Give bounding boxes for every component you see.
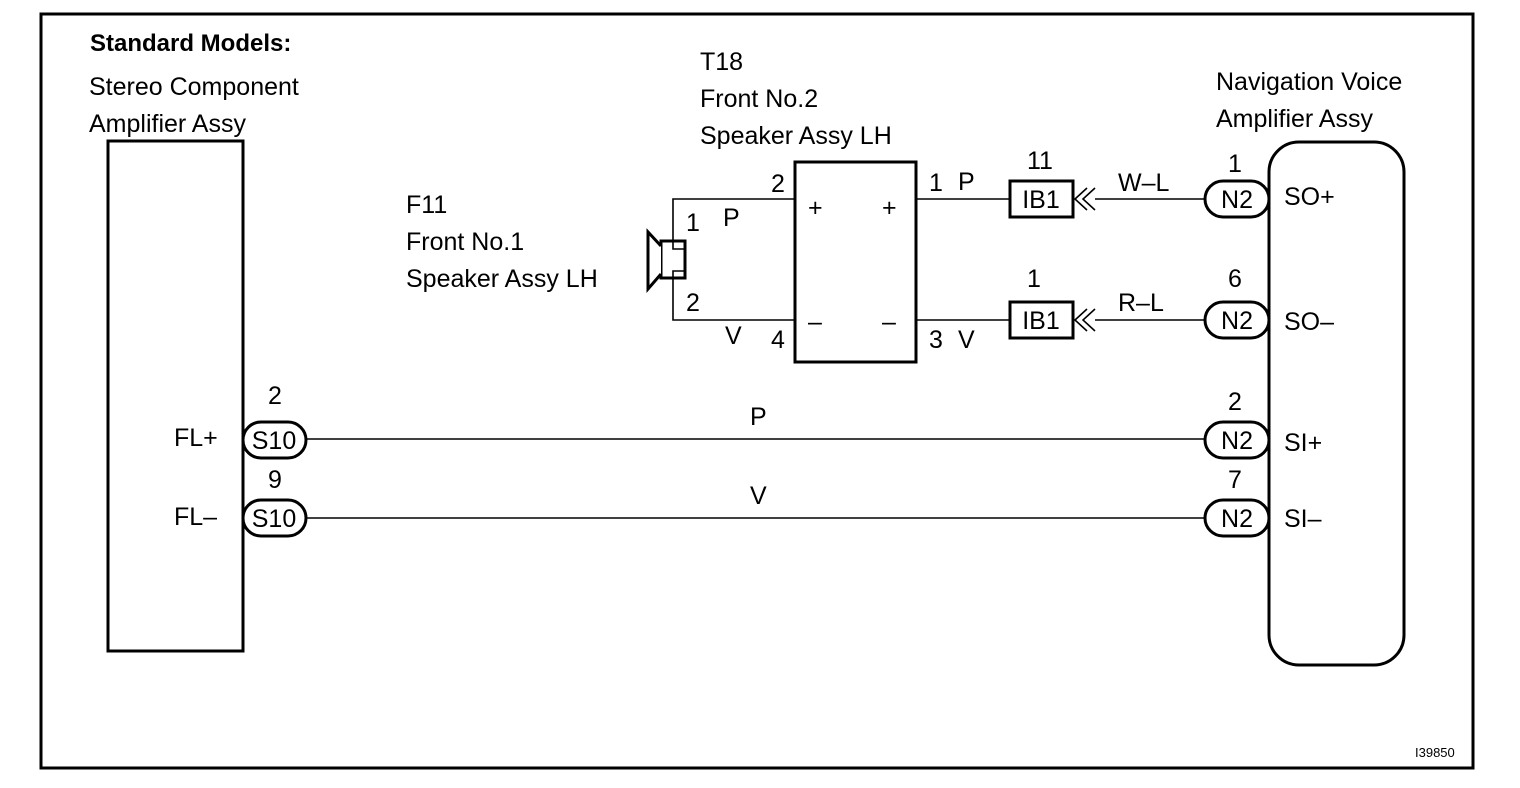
stereo-amp-name-line2: Amplifier Assy xyxy=(89,110,246,138)
f11-name-line1: Front No.1 xyxy=(406,228,524,256)
t18-pin-right-top: 1 xyxy=(929,169,943,197)
nav-pin-si-minus: 7 xyxy=(1228,466,1242,494)
nav-terminal-si-minus: SI– xyxy=(1284,505,1322,533)
t18-name-line1: Front No.2 xyxy=(700,85,818,113)
wire-color-f11-bottom: V xyxy=(725,322,742,350)
wire-f11-top xyxy=(672,198,795,250)
wire-f11-bottom xyxy=(672,270,795,321)
diagram-title: Standard Models: xyxy=(90,30,291,57)
f11-pin-bottom: 2 xyxy=(686,289,700,317)
f11-name-line2: Speaker Assy LH xyxy=(406,265,598,293)
connector-s10-fl-plus: S10 xyxy=(241,420,308,460)
svg-text:IB1: IB1 xyxy=(1022,186,1060,214)
connector-arrow-icon xyxy=(1073,187,1096,211)
junction-pin-bottom: 1 xyxy=(1027,265,1041,293)
t18-code: T18 xyxy=(700,48,743,76)
nav-terminal-so-minus: SO– xyxy=(1284,308,1334,336)
stereo-amp-name-line1: Stereo Component xyxy=(89,73,299,101)
connector-n2-si-minus: N2 xyxy=(1203,498,1271,538)
wire-color-t18-out-bottom: V xyxy=(958,326,975,354)
connector-n2-so-minus: N2 xyxy=(1203,300,1271,340)
svg-text:S10: S10 xyxy=(252,505,296,533)
f11-pin-top: 1 xyxy=(686,209,700,237)
stereo-amp-terminal-fl-minus: FL– xyxy=(174,503,217,531)
nav-amp-box xyxy=(1267,140,1406,667)
wire-color-so-plus: W–L xyxy=(1118,169,1170,197)
t18-pin-right-bottom: 3 xyxy=(929,326,943,354)
connector-n2-so-plus: N2 xyxy=(1203,179,1271,219)
stereo-amp-pin-fl-minus: 9 xyxy=(268,466,282,494)
junction-pin-top: 11 xyxy=(1027,147,1053,175)
nav-terminal-si-plus: SI+ xyxy=(1284,429,1322,457)
svg-text:N2: N2 xyxy=(1221,505,1253,533)
nav-amp-name-line2: Amplifier Assy xyxy=(1216,105,1373,133)
nav-pin-so-minus: 6 xyxy=(1228,265,1242,293)
junction-ib1-bottom: IB1 xyxy=(1008,300,1075,340)
stereo-amp-box xyxy=(106,139,245,653)
stereo-amp-pin-fl-plus: 2 xyxy=(268,382,282,410)
svg-text:N2: N2 xyxy=(1221,186,1253,214)
f11-code: F11 xyxy=(406,191,447,219)
t18-box xyxy=(793,160,918,364)
wire-color-fl-plus: P xyxy=(750,403,767,431)
nav-terminal-so-plus: SO+ xyxy=(1284,183,1335,211)
stereo-amp-terminal-fl-plus: FL+ xyxy=(174,424,218,452)
svg-text:IB1: IB1 xyxy=(1022,307,1060,335)
connector-n2-si-plus: N2 xyxy=(1203,420,1271,460)
svg-text:N2: N2 xyxy=(1221,427,1253,455)
junction-ib1-top: IB1 xyxy=(1008,179,1075,219)
diagram-frame xyxy=(39,12,1475,770)
connector-arrow-icon xyxy=(1073,308,1096,332)
svg-text:S10: S10 xyxy=(252,427,296,455)
wire-color-t18-out-top: P xyxy=(958,168,975,196)
t18-plus-right: + xyxy=(882,194,897,222)
t18-name-line2: Speaker Assy LH xyxy=(700,122,892,150)
nav-amp-name-line1: Navigation Voice xyxy=(1216,68,1402,96)
wire-color-so-minus: R–L xyxy=(1118,289,1164,317)
wire-color-f11-top: P xyxy=(723,204,740,232)
nav-pin-so-plus: 1 xyxy=(1228,150,1242,178)
t18-plus-left: + xyxy=(808,194,823,222)
t18-pin-left-bottom: 4 xyxy=(771,326,785,354)
t18-minus-left: – xyxy=(808,308,822,336)
t18-minus-right: – xyxy=(882,308,896,336)
figure-id: I39850 xyxy=(1415,745,1455,760)
t18-pin-left-top: 2 xyxy=(771,170,785,198)
svg-text:N2: N2 xyxy=(1221,307,1253,335)
connector-s10-fl-minus: S10 xyxy=(241,498,308,538)
speaker-icon xyxy=(646,228,687,294)
nav-pin-si-plus: 2 xyxy=(1228,388,1242,416)
wire-color-fl-minus: V xyxy=(750,482,767,510)
